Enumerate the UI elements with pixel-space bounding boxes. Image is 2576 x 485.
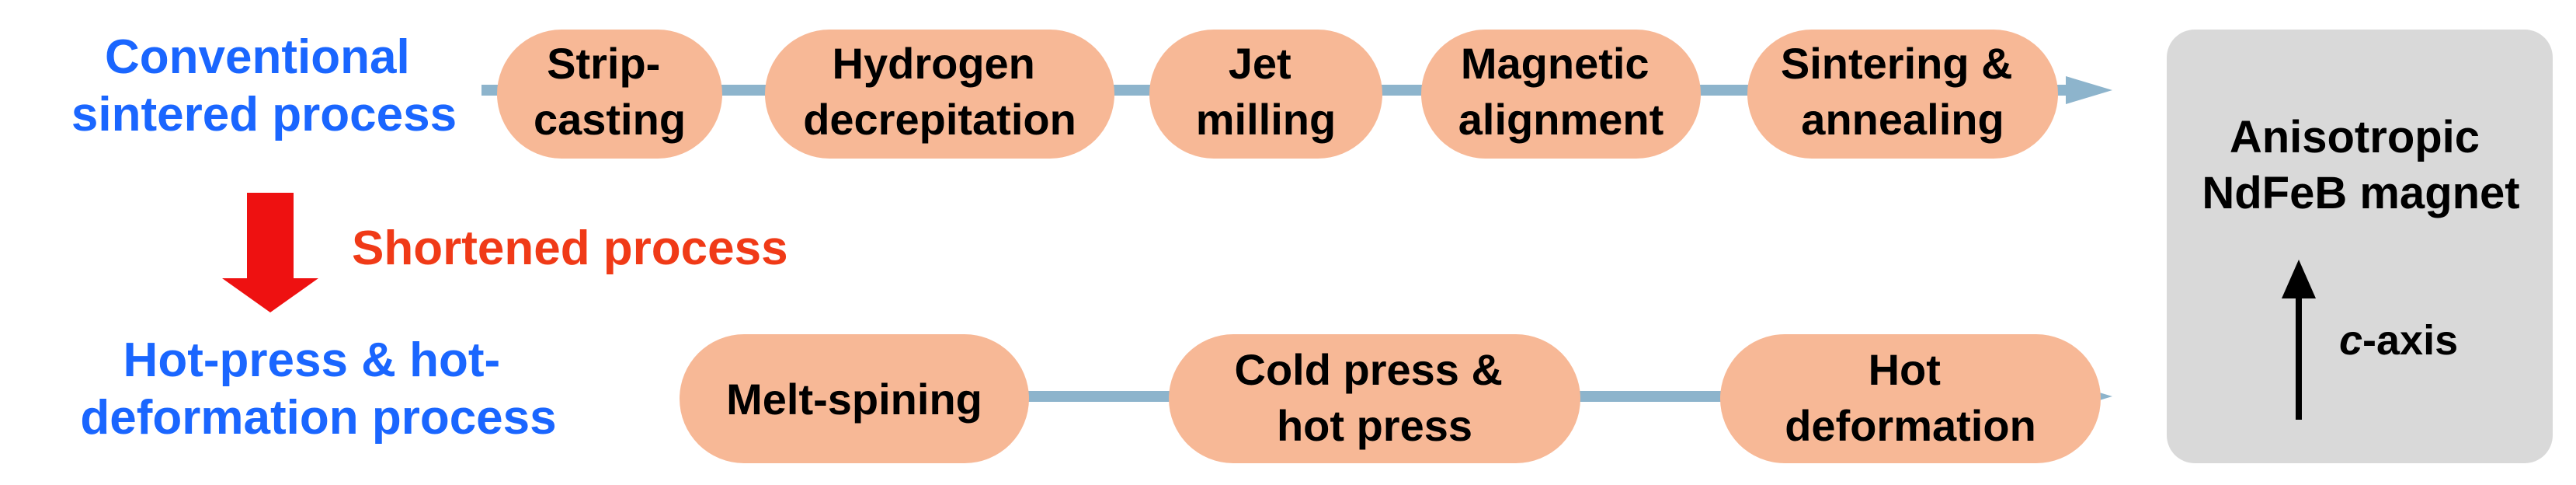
c-axis-arrow-icon [2282,260,2316,420]
hot-deformation-process-label: Hot-press & hot- deformation process [80,333,556,445]
top-steps: Strip- casting Hydrogen decrepitation Je… [497,30,2058,159]
step-pill [497,30,722,159]
step-pill [1169,334,1580,463]
step-pill [1149,30,1382,159]
process-labels: Conventional sintered process Shortened … [71,30,788,445]
shortened-down-arrow-icon [222,193,318,312]
step-hydrogen-decrepitation: Hydrogen decrepitation [765,30,1114,159]
step-melt-spining: Melt-spining [680,334,1029,463]
step-label: Jet milling [1196,39,1336,144]
step-pill [1421,30,1701,159]
c-axis-label: c-axis [2339,317,2458,364]
step-pill [1747,30,2058,159]
step-pill [680,334,1029,463]
step-label: Melt-spining [726,375,982,424]
step-pill [1720,334,2101,463]
step-pill [765,30,1114,159]
step-label: Strip- casting [534,39,686,144]
result-title: Anisotropic NdFeB magnet [2202,112,2519,218]
step-strip-casting: Strip- casting [497,30,722,159]
step-hot-deformation: Hot deformation [1720,334,2101,463]
step-label: Hydrogen decrepitation [803,39,1076,144]
step-sintering-annealing: Sintering & annealing [1747,30,2058,159]
shortened-process-label: Shortened process [352,222,788,275]
result-box-background [2167,30,2553,463]
step-label: Sintering & annealing [1781,39,2025,144]
step-jet-milling: Jet milling [1149,30,1382,159]
top-arrowhead [2066,76,2112,104]
step-cold-press-hot-press: Cold press & hot press [1169,334,1580,463]
step-label: Hot deformation [1785,345,2036,450]
step-label: Magnetic alignment [1458,39,1663,144]
result-box: Anisotropic NdFeB magnet c-axis [2167,30,2553,463]
step-label: Cold press & hot press [1235,345,1515,450]
step-magnetic-alignment: Magnetic alignment [1421,30,1701,159]
conventional-process-label: Conventional sintered process [71,30,457,141]
bottom-steps: Melt-spining Cold press & hot press Hot … [680,334,2101,463]
